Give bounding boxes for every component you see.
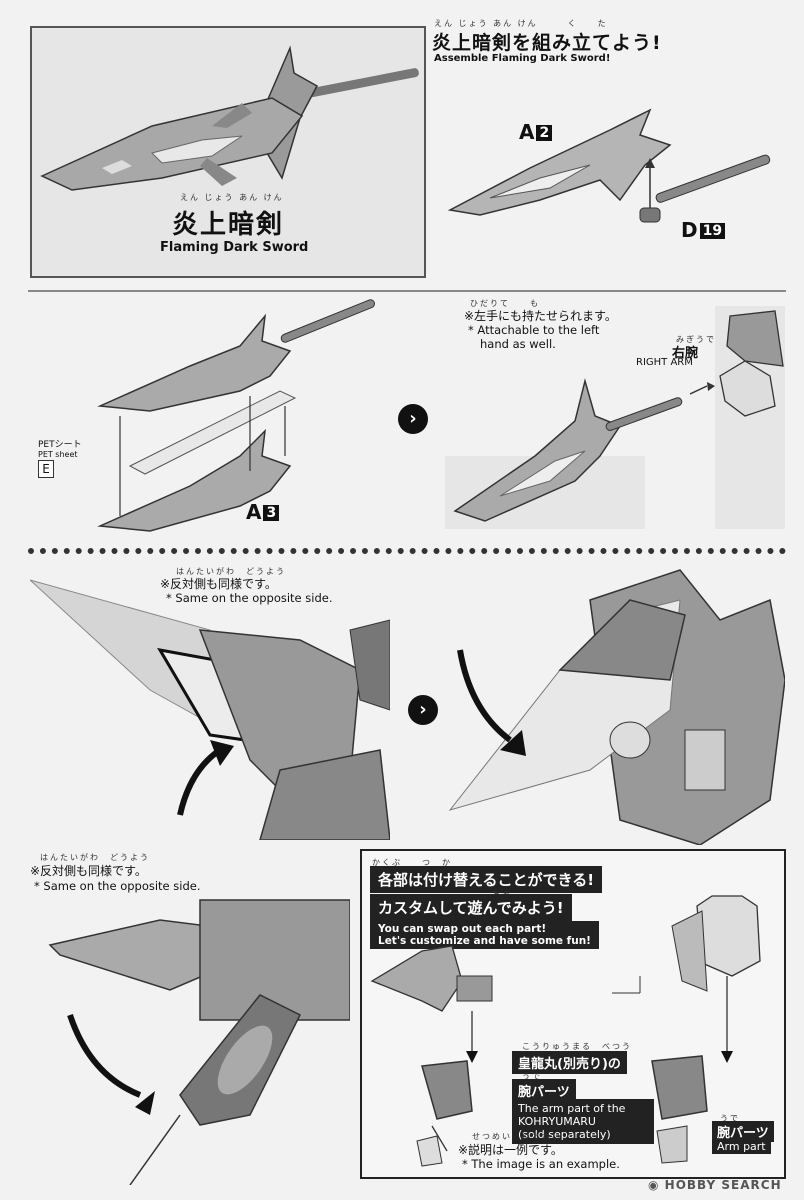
kohry-ruby: こうりゅうまる べつう (522, 1042, 632, 1051)
arm-swap-illustration (370, 895, 761, 1167)
right-arm-ruby: みぎうで (676, 335, 716, 344)
page-title-en: Assemble Flaming Dark Sword! (434, 53, 611, 64)
left-hand-note-jp: ※左手にも持たせられます。 (464, 309, 617, 323)
part-a2-letter: A (519, 120, 535, 144)
pet-sheet-letter: E (38, 460, 54, 478)
kohry-en-1: The arm part of the (518, 1102, 626, 1115)
sword-name-en: Flaming Dark Sword (160, 240, 309, 255)
swap-headline-en-1: You can swap out each part! (378, 923, 547, 935)
swap-headline-en-2: Let's customize and have some fun! (378, 935, 591, 947)
right-arm-en: RIGHT ARM (636, 357, 693, 368)
kohry-jp-1: 皇龍丸(別売り)の (512, 1051, 627, 1074)
watermark-icon: ◉ (648, 1178, 665, 1192)
section-divider (28, 290, 786, 292)
part-a2-num: 2 (536, 125, 553, 141)
step3-ruby: はんたいがわ どうよう (176, 567, 286, 576)
section-divider-dotted (28, 548, 786, 554)
arm-part-ruby: うで (720, 1114, 740, 1123)
left-hand-ruby: ひだりて も (470, 299, 540, 308)
swap-ruby-1: かくぶ つ か (372, 858, 452, 867)
left-hand-note-en-2: hand as well. (480, 337, 556, 351)
step3-note-jp: ※反対側も同様です。 (160, 577, 277, 591)
step2-attach-panel (445, 306, 785, 529)
arm-part-en: Arm part (712, 1139, 771, 1154)
kohry-jp-2: 腕パーツ (512, 1079, 576, 1102)
right-arm-jp: 右腕 (672, 346, 699, 361)
tail-part-illustration (48, 899, 350, 1185)
kohry-en-2: KOHRYUMARU (518, 1115, 596, 1128)
wing-fold-illustration-2 (448, 569, 785, 845)
swap-headline-jp-1: 各部は付け替えることができる! (370, 866, 603, 893)
example-note-en: * The image is an example. (462, 1157, 620, 1171)
sword-name-ruby: えん じょう あん けん (180, 193, 284, 202)
kohry-en-block: The arm part of the KOHRYUMARU (sold sep… (512, 1099, 654, 1144)
example-ruby: せつめい いちれい (472, 1132, 562, 1141)
pet-sheet-label: PETシート PET sheet E (38, 440, 82, 478)
part-d19-letter: D (681, 218, 698, 242)
kohry-en-3: (sold separately) (518, 1128, 611, 1141)
pet-sheet-en: PET sheet (38, 450, 78, 459)
wing-fold-illustration-1 (30, 579, 390, 840)
step2-exploded-illustration (97, 299, 376, 532)
watermark: ◉ HOBBY SEARCH (648, 1178, 782, 1192)
pet-sheet-jp: PETシート (38, 440, 82, 450)
watermark-text: HOBBY SEARCH (664, 1178, 782, 1192)
swap-headline-jp-2: カスタムして遊んでみよう! (370, 894, 572, 921)
step3-note-en: * Same on the opposite side. (166, 591, 333, 605)
sword-to-right-arm-illustration (445, 306, 785, 529)
part-a3-letter: A (246, 500, 262, 524)
title-ruby: えん じょう あん けん く た (434, 19, 608, 28)
step4-ruby: はんたいがわ どうよう (40, 853, 150, 862)
left-hand-note-en-1: * Attachable to the left (468, 323, 600, 337)
flaming-dark-sword-illustration (40, 45, 419, 191)
part-a3-num: 3 (263, 505, 280, 521)
next-step-arrow-icon-2: › (408, 695, 438, 725)
sword-name-jp: 炎上暗剣 (172, 210, 285, 240)
sword-hero-panel: えん じょう あん けん 炎上暗剣 Flaming Dark Sword (30, 26, 426, 278)
example-note-jp: ※説明は一例です。 (458, 1143, 563, 1157)
page-title: 炎上暗剣を組み立てよう! (432, 32, 662, 54)
step4-note-en: * Same on the opposite side. (34, 879, 201, 893)
next-step-arrow-icon: › (398, 404, 428, 434)
swap-headline-en: You can swap out each part! Let's custom… (370, 921, 599, 949)
step1-assembly-illustration (447, 108, 771, 223)
customize-info-box: かくぶ つ か 各部は付け替えることができる! あそ カスタムして遊んでみよう!… (360, 849, 786, 1179)
part-d19-num: 19 (699, 223, 726, 239)
kohry-ruby-2: うで (522, 1072, 542, 1081)
step4-note-jp: ※反対側も同様です。 (30, 864, 147, 878)
arm-part-jp: 腕パーツ (712, 1121, 774, 1142)
